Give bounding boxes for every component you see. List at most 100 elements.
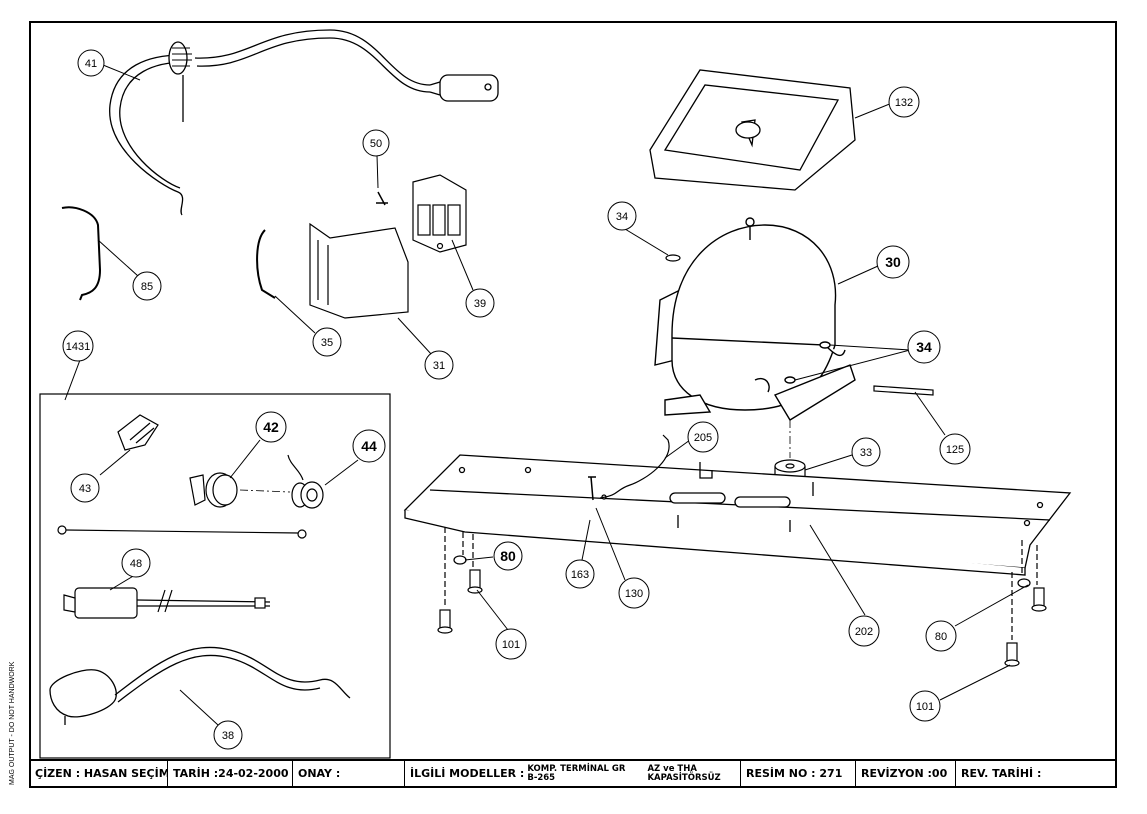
callout-34-top-label: 34 xyxy=(616,211,628,223)
callout-80-left xyxy=(493,541,523,571)
part-31-terminal-cover xyxy=(309,222,409,319)
callout-205 xyxy=(687,421,719,453)
ground-strap xyxy=(57,525,307,539)
part-205-wire xyxy=(599,434,670,499)
leader-lines xyxy=(64,64,1029,726)
callout-33 xyxy=(851,437,881,467)
callout-130 xyxy=(618,577,650,609)
revision-cell: REVİZYON :00 xyxy=(856,760,956,787)
callout-101-left xyxy=(495,628,527,660)
callout-labels: 41 50 132 34 30 85 39 35 31 34 1431 125 … xyxy=(66,58,964,742)
callout-42-label: 42 xyxy=(263,419,279,435)
approval-cell: ONAY : xyxy=(293,760,405,787)
callout-50 xyxy=(362,129,390,157)
models-cell: İLGİLİ MODELLER : KOMP. TERMİNAL GR B-26… xyxy=(405,760,741,787)
callout-130-label: 130 xyxy=(625,588,643,600)
callout-48 xyxy=(121,548,151,578)
callout-85-label: 85 xyxy=(141,281,153,293)
part-125-rod xyxy=(873,385,934,396)
callout-80-right-label: 80 xyxy=(935,631,947,643)
callout-34-right xyxy=(907,330,941,364)
date-cell: TARİH :24-02-2000 xyxy=(168,760,293,787)
part-85-clip xyxy=(61,206,102,301)
callout-31-label: 31 xyxy=(433,360,445,372)
callout-80-left-label: 80 xyxy=(500,548,516,564)
revision-date-cell: REV. TARİHİ : xyxy=(956,760,1116,787)
callout-101-right-label: 101 xyxy=(916,701,934,713)
part-132-drip-tray xyxy=(649,69,856,191)
drawing-frame xyxy=(29,21,1117,788)
part-163-screw xyxy=(588,476,596,501)
callout-125-label: 125 xyxy=(946,444,964,456)
callout-202 xyxy=(848,615,880,647)
callout-1431 xyxy=(62,330,94,362)
note-line-2: KAPASİTÖRSÜZ xyxy=(647,772,721,783)
part-38-cable-clamp xyxy=(49,646,351,725)
part-30-compressor xyxy=(654,217,856,421)
callout-132-label: 132 xyxy=(895,97,913,109)
callout-163-label: 163 xyxy=(571,569,589,581)
callout-50-label: 50 xyxy=(370,138,382,150)
models-line-2: B-265 xyxy=(527,772,556,783)
callout-80-right xyxy=(925,620,957,652)
part-34-grommet xyxy=(665,254,681,262)
note-line-1: AZ ve THA xyxy=(647,763,697,774)
models-line-1: KOMP. TERMİNAL GR xyxy=(527,763,626,774)
callout-101-left-label: 101 xyxy=(502,639,520,651)
part-35-spring-clip xyxy=(256,229,276,299)
callout-38 xyxy=(213,720,243,750)
part-44-overload xyxy=(287,454,324,509)
callout-31 xyxy=(424,350,454,380)
callout-41-label: 41 xyxy=(85,58,97,70)
relay-centerline xyxy=(239,489,291,493)
drawn-by-cell: ÇİZEN : HASAN SEÇİM xyxy=(30,760,168,787)
revision: REVİZYON :00 xyxy=(861,767,948,780)
title-block: ÇİZEN : HASAN SEÇİM TARİH :24-02-2000 ON… xyxy=(30,760,1116,787)
models-value: KOMP. TERMİNAL GR B-265 xyxy=(527,763,626,783)
callout-35-label: 35 xyxy=(321,337,333,349)
callout-39 xyxy=(465,288,495,318)
callout-125 xyxy=(939,433,971,465)
callout-35 xyxy=(312,327,342,357)
callout-205-label: 205 xyxy=(694,432,712,444)
drawing-number: RESİM NO : 271 xyxy=(746,767,843,780)
callout-30-label: 30 xyxy=(885,254,901,270)
drawn-by: ÇİZEN : HASAN SEÇİM xyxy=(35,767,168,780)
callout-48-label: 48 xyxy=(130,558,142,570)
part-202-base-plate xyxy=(403,454,1072,576)
callout-41 xyxy=(77,49,105,77)
callout-44 xyxy=(352,429,386,463)
callout-132 xyxy=(888,86,920,118)
part-41-cable xyxy=(109,29,499,216)
callouts xyxy=(62,49,971,750)
date: TARİH :24-02-2000 xyxy=(173,767,289,780)
part-43-connector xyxy=(117,414,159,451)
subassembly-box xyxy=(39,393,391,759)
callout-43 xyxy=(70,473,100,503)
callout-44-label: 44 xyxy=(361,438,377,454)
drawing-no-cell: RESİM NO : 271 xyxy=(741,760,856,787)
callout-34-right-label: 34 xyxy=(916,339,932,355)
models-label: İLGİLİ MODELLER : xyxy=(410,767,525,780)
callout-43-label: 43 xyxy=(79,483,91,495)
capacitor-note: AZ ve THA KAPASİTÖRSÜZ xyxy=(647,763,721,783)
part-48-capacitor xyxy=(63,587,271,619)
callout-85 xyxy=(132,271,162,301)
callout-163 xyxy=(565,559,595,589)
approval: ONAY : xyxy=(298,767,341,780)
callout-38-label: 38 xyxy=(222,730,234,742)
callout-39-label: 39 xyxy=(474,298,486,310)
part-42-relay xyxy=(189,472,238,508)
callout-42 xyxy=(255,411,287,443)
part-39-terminal-block xyxy=(412,174,467,253)
part-50-screw xyxy=(376,191,388,206)
callout-33-label: 33 xyxy=(860,447,872,459)
feet-hardware xyxy=(437,527,1047,667)
callout-202-label: 202 xyxy=(855,626,873,638)
revision-date: REV. TARİHİ : xyxy=(961,767,1042,780)
callout-1431-label: 1431 xyxy=(66,341,90,353)
callout-30 xyxy=(876,245,910,279)
callout-34-top xyxy=(607,201,637,231)
side-note: MAG OUTPUT - DO NOT HANDWORK xyxy=(9,661,16,785)
